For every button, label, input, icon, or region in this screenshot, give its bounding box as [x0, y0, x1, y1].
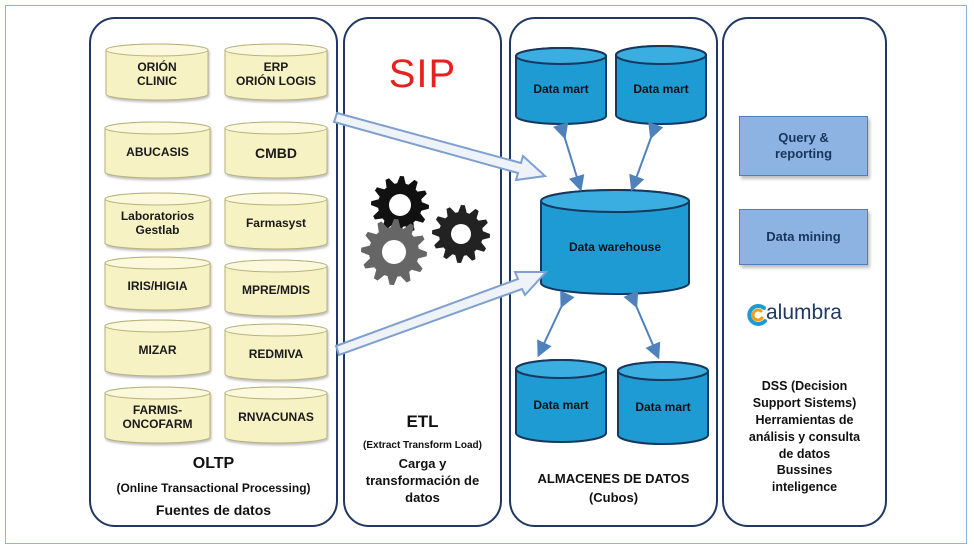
data-mart-label: Data mart: [635, 399, 691, 414]
source-label: MPRE/MDIS: [241, 283, 310, 298]
source-mpre-mdis: MPRE/MDIS: [224, 259, 328, 317]
data-mart-label: Data mart: [533, 397, 589, 412]
data-mart-label: Data mart: [533, 82, 589, 97]
connector-arrow-top-right: [629, 121, 664, 192]
source-label: ORIÓN CLINIC: [137, 60, 177, 88]
etl-arrow-lower: [334, 271, 549, 357]
connector-arrow-bottom-right: [623, 290, 661, 360]
source-farmasyst: Farmasyst: [224, 192, 328, 250]
source-erp-orion-logis: ERP ORIÓN LOGIS: [224, 43, 328, 101]
connector-arrow-top-left: [553, 122, 585, 192]
data-mining-box: Data mining: [739, 209, 868, 265]
source-iris-higia: IRIS/HIGIA: [104, 256, 211, 311]
source-label: MIZAR: [138, 343, 177, 358]
source-rnvacunas: RNVACUNAS: [224, 386, 328, 444]
oltp-title: OLTP: [192, 455, 235, 472]
gears-icon: [361, 176, 490, 285]
dss-panel: [722, 17, 887, 527]
source-label: IRIS/HIGIA: [127, 278, 188, 293]
source-label: REDMIVA: [248, 347, 304, 362]
source-redmiva: REDMIVA: [224, 323, 328, 381]
etl-arrow-upper: [332, 111, 548, 182]
etl-panel: [343, 17, 502, 527]
source-label: RNVACUNAS: [238, 410, 314, 425]
almacenes-caption: ALMACENES DE DATOS (Cubos): [537, 471, 690, 505]
oltp-caption: Fuentes de datos: [155, 502, 272, 518]
sip-logo: SIP: [388, 52, 457, 96]
data-mart-label: Data mart: [633, 81, 689, 96]
data-mart-bottom-left: Data mart: [515, 359, 607, 443]
dss-caption: DSS (Decision Support Sistems) Herramien…: [748, 379, 861, 495]
source-farmis-oncofarm: FARMIS- ONCOFARM: [104, 386, 211, 444]
etl-subtitle: (Extract Transform Load): [363, 440, 482, 451]
data-warehouse-label: Data warehouse: [568, 239, 662, 254]
alumbra-swirl-icon: [747, 304, 767, 326]
etl-caption: Carga y transformación de datos: [365, 456, 480, 505]
alumbra-logo: alumbra: [744, 301, 868, 329]
etl-title: ETL: [406, 412, 439, 431]
source-orion-clinic: ORIÓN CLINIC: [105, 43, 209, 101]
data-warehouse: Data warehouse: [540, 189, 690, 295]
source-laboratorios-gestlab: Laboratorios Gestlab: [104, 192, 211, 250]
query-reporting-box: Query & reporting: [739, 116, 868, 176]
source-label: ERP ORIÓN LOGIS: [235, 60, 316, 88]
data-mart-bottom-right: Data mart: [617, 361, 709, 445]
alumbra-brand-text: alumbra: [766, 301, 842, 324]
source-cmbd: CMBD: [224, 121, 328, 179]
source-label: FARMIS- ONCOFARM: [122, 403, 193, 431]
source-label: ABUCASIS: [126, 145, 189, 160]
source-abucasis: ABUCASIS: [104, 121, 211, 179]
oltp-subtitle: (Online Transactional Processing): [116, 481, 311, 495]
source-label: CMBD: [255, 144, 297, 161]
source-label: Laboratorios Gestlab: [120, 209, 195, 237]
connector-arrow-bottom-left: [537, 290, 575, 358]
source-label: Farmasyst: [245, 216, 307, 231]
data-mart-top-left: Data mart: [515, 47, 607, 125]
source-mizar: MIZAR: [104, 319, 211, 377]
